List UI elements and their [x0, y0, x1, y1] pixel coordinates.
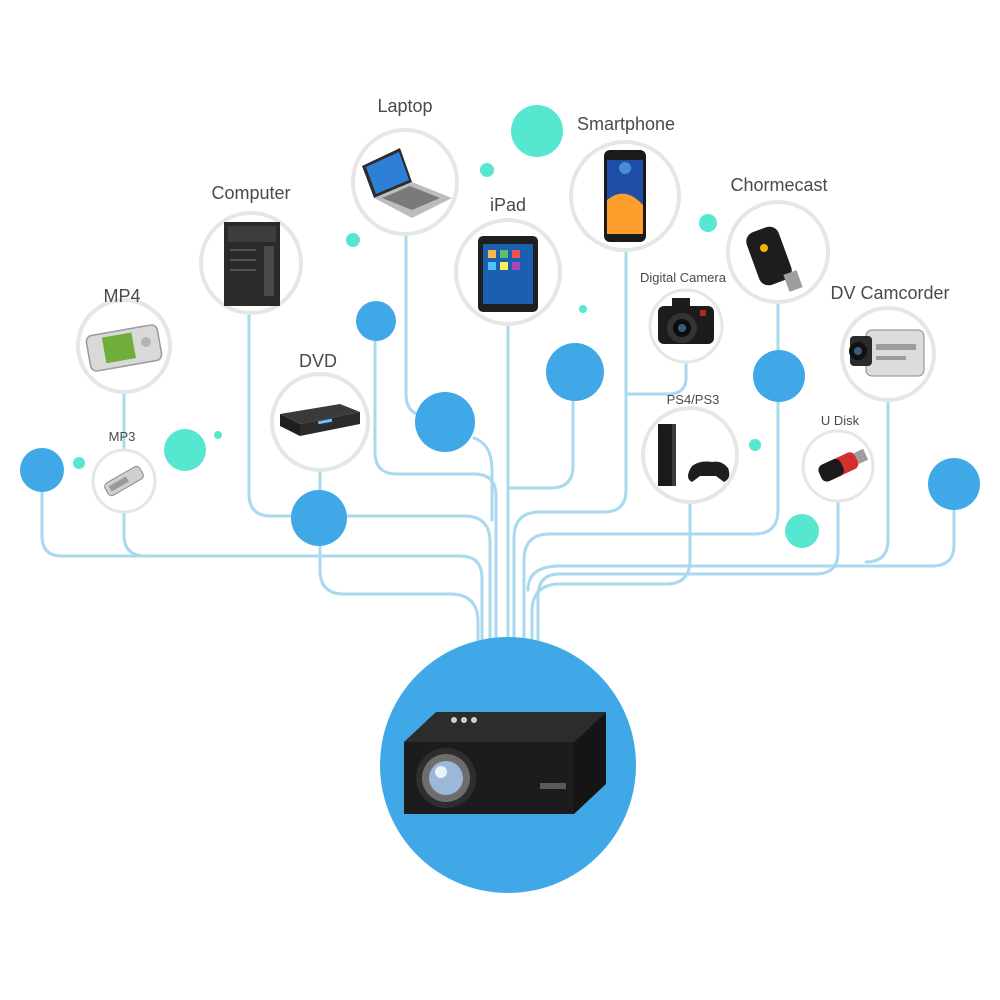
device-chromecast: Chormecast [726, 175, 830, 304]
projector-icon [404, 712, 606, 814]
device-label: iPad [490, 195, 526, 215]
line-left-dot [40, 476, 484, 642]
projector-hub [380, 637, 636, 893]
device-label: DVD [299, 351, 337, 371]
teal-dot [480, 163, 494, 177]
line-dvd [318, 543, 480, 642]
blue-dot [415, 392, 475, 452]
device-label: PS4/PS3 [667, 392, 720, 407]
blue-dot [291, 490, 347, 546]
line-right-dot [526, 506, 956, 592]
laptop-icon [362, 148, 452, 218]
line-camera [624, 358, 688, 396]
device-label: Laptop [377, 96, 432, 116]
device-ipad: iPad [454, 195, 562, 326]
blue-dot [356, 301, 396, 341]
line-udisk [536, 498, 840, 642]
line-ps4 [530, 498, 692, 642]
teal-dot [579, 305, 587, 313]
line-blue-575 [506, 398, 575, 490]
teal-dot [699, 214, 717, 232]
device-mp3: MP3 [91, 429, 157, 514]
mp4-player-icon [85, 324, 163, 372]
device-label: DV Camcorder [830, 283, 949, 303]
tablet-icon [478, 236, 538, 312]
teal-dot [214, 431, 222, 439]
game-console-icon [658, 424, 730, 486]
blue-dot [928, 458, 980, 510]
device-label: Digital Camera [640, 270, 727, 285]
teal-dot [164, 429, 206, 471]
blue-dot [753, 350, 805, 402]
device-smartphone: Smartphone [569, 114, 681, 252]
device-ps4: PS4/PS3 [641, 392, 739, 504]
line-smartphone [512, 248, 628, 642]
teal-dot [511, 105, 563, 157]
usb-mp3-icon [104, 465, 144, 497]
decorative-dots [20, 105, 980, 548]
device-label: Smartphone [577, 114, 675, 134]
device-u-disk: U Disk [801, 413, 875, 503]
dvd-player-icon [280, 404, 360, 436]
line-computer [247, 308, 492, 642]
device-dv-camcorder: DV Camcorder [830, 283, 950, 402]
teal-dot [785, 514, 819, 548]
chromecast-icon [746, 226, 803, 292]
camcorder-icon [849, 329, 925, 377]
device-label: Computer [211, 183, 290, 203]
line-dv [864, 396, 890, 564]
line-laptop [404, 234, 446, 418]
device-dvd: DVD [270, 351, 370, 472]
desktop-tower-icon [224, 222, 280, 306]
usb-flash-drive-icon [818, 448, 869, 482]
teal-dot [749, 439, 761, 451]
device-label: MP3 [109, 429, 136, 444]
device-label: Chormecast [730, 175, 827, 195]
dslr-camera-icon [658, 298, 714, 344]
device-laptop: Laptop [351, 96, 459, 236]
line-blue-778 [522, 400, 780, 642]
blue-dot [546, 343, 604, 401]
device-computer: Computer [199, 183, 303, 315]
line-blue-330 [373, 338, 498, 642]
device-label: U Disk [821, 413, 860, 428]
blue-dot [20, 448, 64, 492]
device-label: MP4 [103, 286, 140, 306]
device-mp4: MP4 [76, 286, 172, 394]
smartphone-icon [604, 150, 646, 242]
line-mp3 [122, 510, 148, 558]
teal-dot [346, 233, 360, 247]
device-digital-camera: Digital Camera [640, 270, 727, 364]
connection-lines [40, 234, 956, 642]
teal-dot [73, 457, 85, 469]
line-blue-445 [472, 436, 494, 522]
